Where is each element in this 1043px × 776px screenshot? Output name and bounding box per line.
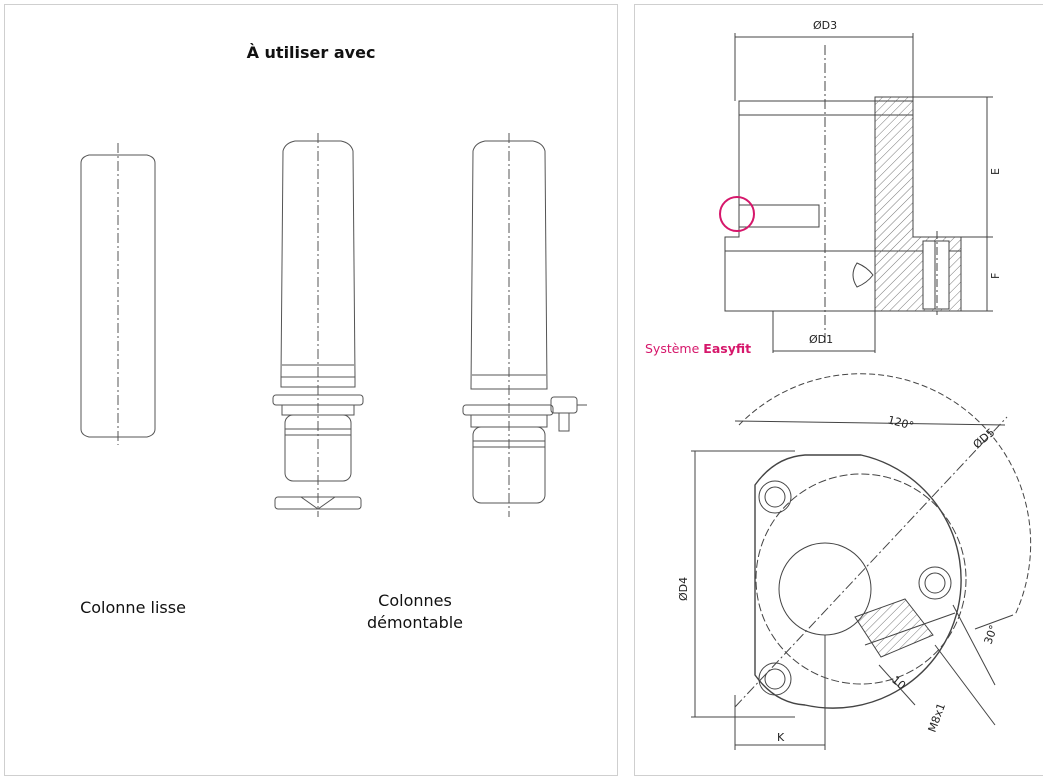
panel-title: À utiliser avec <box>246 43 376 62</box>
dim-30-deg: 30° <box>982 623 1001 646</box>
right-panel: ØD3 E F ØD1 <box>634 4 1043 776</box>
technical-drawing: ØD3 E F ØD1 <box>677 19 1032 750</box>
dim-e: E <box>989 168 1002 175</box>
dim-d1: ØD1 <box>809 333 833 346</box>
dim-d4: ØD4 <box>677 577 690 601</box>
left-panel: À utiliser avec <box>4 4 618 776</box>
dim-k: K <box>777 731 785 744</box>
dim-10: 10 <box>889 673 908 692</box>
removable-column-drawing <box>272 133 364 517</box>
top-view <box>691 373 1032 750</box>
side-section-view <box>724 33 993 353</box>
dim-m8x1: M8x1 <box>926 701 948 734</box>
system-brand: Easyfit <box>703 341 752 356</box>
system-prefix: Système <box>645 341 704 356</box>
smooth-column-drawing <box>80 143 156 445</box>
caption-removable-columns: Colonnes démontable <box>335 590 495 634</box>
system-label: Système Easyfit <box>645 341 751 356</box>
highlight-circle <box>719 196 755 232</box>
caption-line-1: Colonnes <box>378 591 452 610</box>
dim-d3: ØD3 <box>813 19 837 32</box>
column-drawings <box>80 133 587 517</box>
caption-line-2: démontable <box>366 613 464 632</box>
dim-120-deg: 120° <box>886 413 915 432</box>
dim-f: F <box>989 273 1002 279</box>
caption-smooth-column: Colonne lisse <box>80 598 186 617</box>
dim-d5: ØD5 <box>971 426 998 451</box>
clamped-column-drawing <box>462 133 587 517</box>
